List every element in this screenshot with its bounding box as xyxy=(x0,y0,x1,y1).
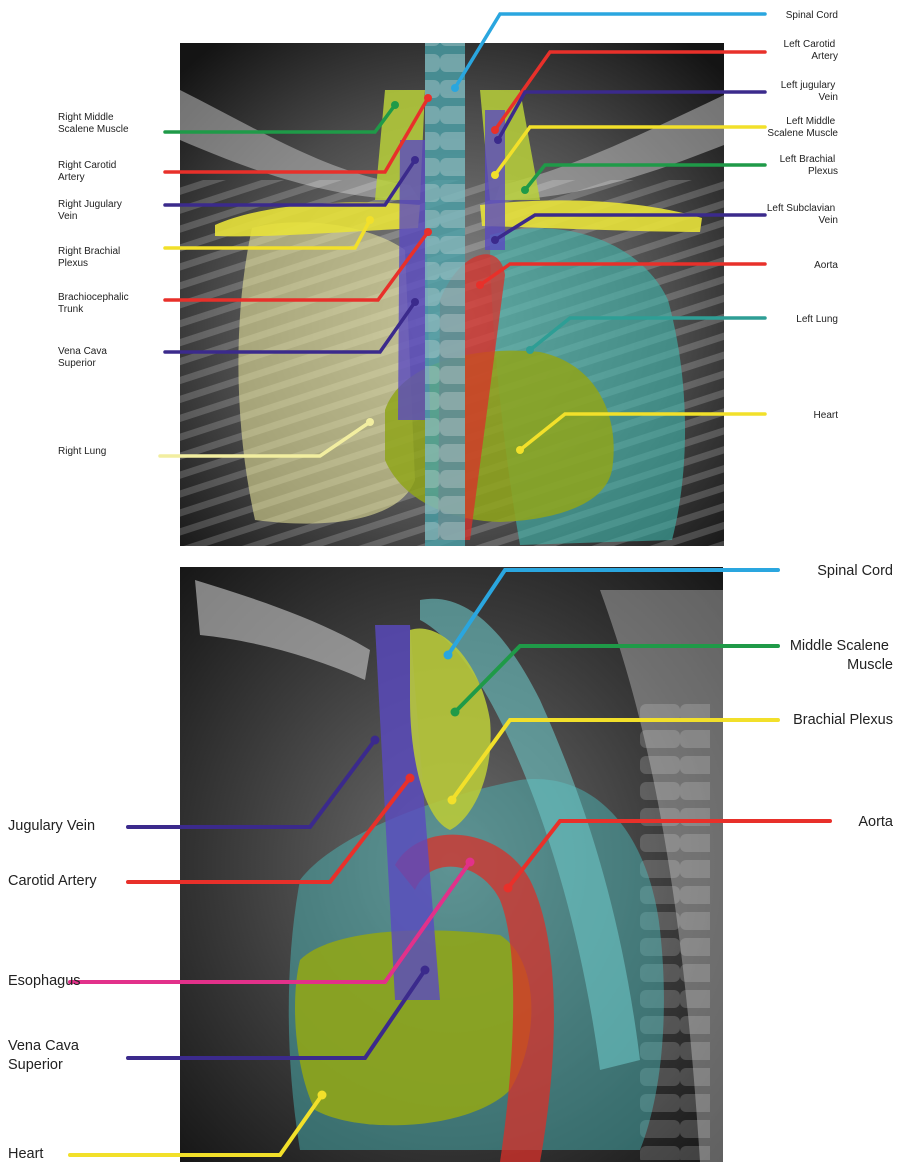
label-heart-top: Heart xyxy=(814,410,839,421)
label-aorta-bottom: Aorta xyxy=(858,814,894,830)
top-vertebrae xyxy=(425,43,465,546)
top-right-lung xyxy=(238,222,415,523)
label-right-lung: Right Lung xyxy=(58,446,106,457)
label-brachiocephalic-trunk: Brachiocephalic Trunk xyxy=(58,292,131,315)
label-right-jugulary-vein: Right Jugulary Vein xyxy=(58,199,125,222)
label-heart-bottom: Heart xyxy=(8,1146,43,1162)
label-right-carotid-artery: Right Carotid Artery xyxy=(58,160,119,183)
label-spinal-cord-bottom: Spinal Cord xyxy=(817,563,893,579)
label-vena-cava-superior-bottom: Vena Cava Superior xyxy=(8,1038,83,1073)
label-carotid-artery: Carotid Artery xyxy=(8,873,97,889)
label-spinal-cord-top: Spinal Cord xyxy=(786,10,838,21)
label-aorta-top: Aorta xyxy=(814,260,838,271)
label-left-middle-scalene-muscle: Left Middle Scalene Muscle xyxy=(767,116,838,139)
label-left-subclavian-vein: Left Subclavian Vein xyxy=(767,203,838,226)
top-panel xyxy=(180,43,724,546)
label-left-carotid-artery: Left Carotid Artery xyxy=(784,39,838,62)
label-right-middle-scalene-muscle: Right Middle Scalene Muscle xyxy=(58,112,129,135)
label-right-brachial-plexus: Right Brachial Plexus xyxy=(58,246,123,269)
label-middle-scalene-muscle: Middle Scalene Muscle xyxy=(790,638,893,673)
label-left-brachial-plexus: Left Brachial Plexus xyxy=(780,154,838,177)
label-left-jugulary-vein: Left jugulary Vein xyxy=(781,80,838,103)
label-jugulary-vein: Jugulary Vein xyxy=(8,818,95,834)
label-esophagus: Esophagus xyxy=(8,973,81,989)
label-left-lung: Left Lung xyxy=(796,314,838,325)
label-brachial-plexus: Brachial Plexus xyxy=(793,712,893,728)
label-vena-cava-superior-top: Vena Cava Superior xyxy=(58,346,110,369)
